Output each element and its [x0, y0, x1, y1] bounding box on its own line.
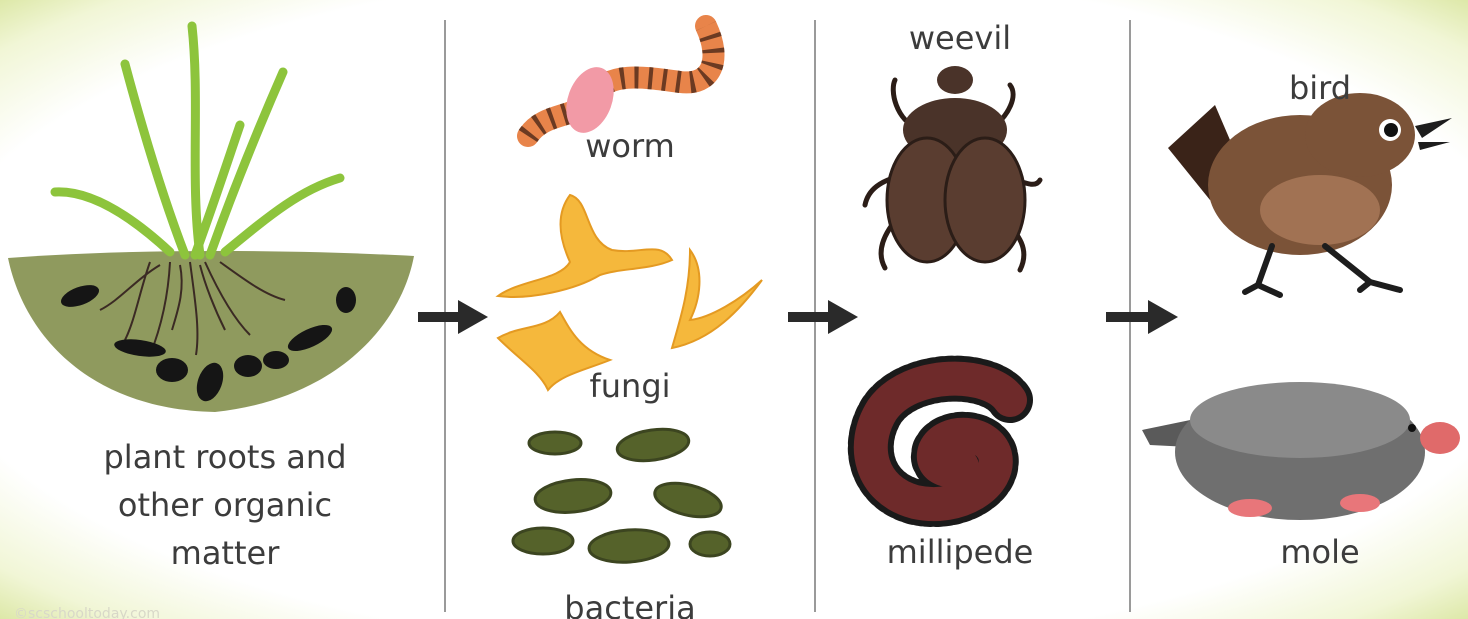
- mole-label: mole: [1250, 532, 1390, 572]
- bacteria-label: bacteria: [540, 588, 720, 619]
- millipede-label: millipede: [860, 532, 1060, 572]
- plant-label-line-1: plant roots and: [60, 437, 390, 477]
- arrow-right-icon: [788, 300, 858, 334]
- watermark: ©scschooltoday.com: [14, 606, 160, 619]
- plant-label-line-2: other organic: [60, 485, 390, 525]
- arrow-right-icon: [1106, 300, 1178, 334]
- bird-label: bird: [1250, 68, 1390, 108]
- soil-with-roots-icon: [8, 26, 414, 412]
- mole-icon: [1142, 382, 1460, 520]
- millipede-icon: [871, 379, 1010, 504]
- worm-label: worm: [560, 126, 700, 166]
- fungi-label: fungi: [560, 366, 700, 406]
- arrow-right-icon: [418, 300, 488, 334]
- bacteria-icon: [513, 425, 730, 565]
- worm-icon: [528, 26, 714, 139]
- plant-label-line-3: matter: [60, 533, 390, 573]
- weevil-icon: [865, 66, 1040, 270]
- weevil-label: weevil: [885, 18, 1035, 58]
- bird-icon: [1168, 93, 1452, 295]
- fungi-icon: [498, 195, 762, 390]
